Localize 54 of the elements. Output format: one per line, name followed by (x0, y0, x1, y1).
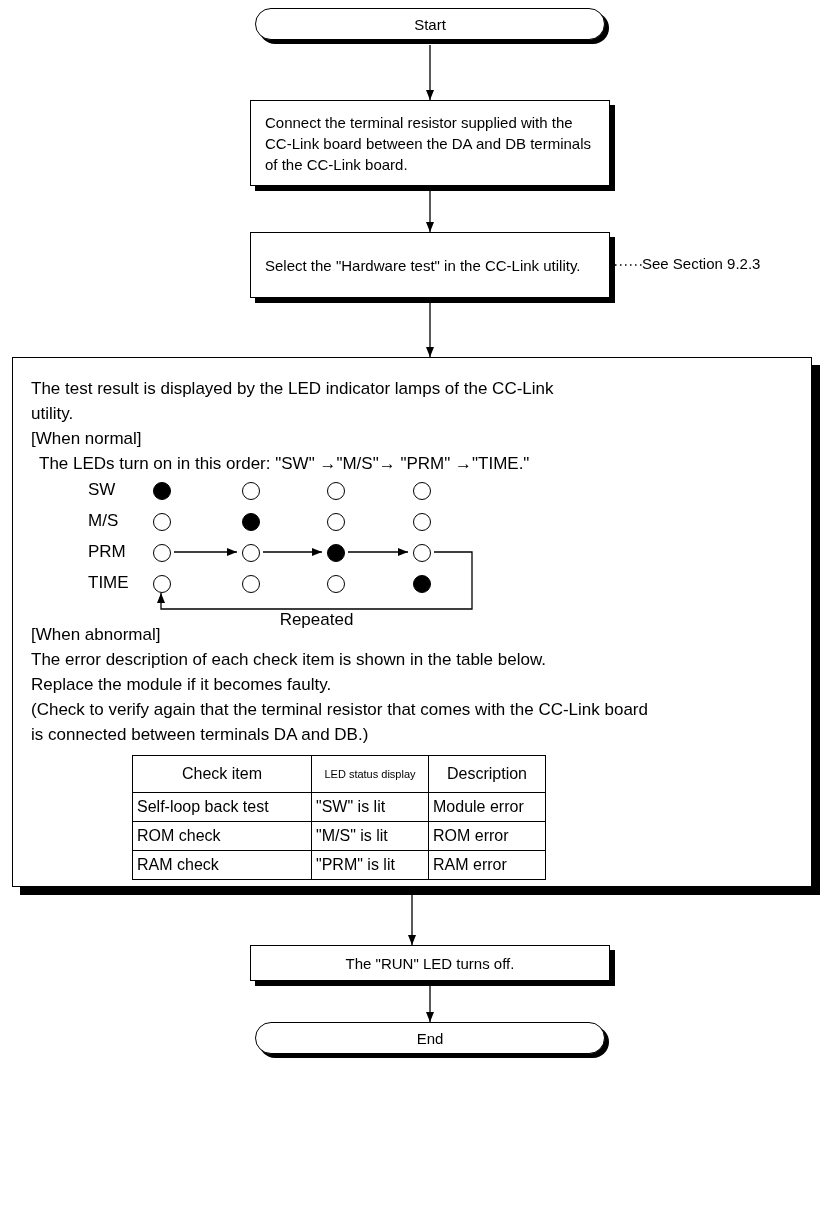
table-cell: Self-loop back test (132, 792, 312, 822)
table-cell: "SW" is lit (311, 792, 429, 822)
indicator-lamp (327, 482, 345, 500)
table-cell: Module error (428, 792, 546, 822)
box-text: Select the "Hardware test" in the CC-Link utility. (265, 255, 582, 276)
reference-text: See Section 9.2.3 (642, 255, 761, 272)
indicator-lamp (242, 575, 260, 593)
row-label: PRM (88, 542, 126, 562)
indicator-lamp (413, 482, 431, 500)
arrow (262, 548, 323, 556)
indicator-lamp (153, 544, 171, 562)
table-cell: "PRM" is lit (311, 850, 429, 880)
table-cell: ROM check (132, 821, 312, 851)
row-label: TIME (88, 573, 129, 593)
arrow (347, 548, 409, 556)
arrow (426, 44, 434, 101)
arrow (173, 548, 238, 556)
arrow (426, 190, 434, 233)
box-text: [When normal] (31, 428, 142, 450)
indicator-lamp (413, 544, 431, 562)
arrow (426, 985, 434, 1023)
table-cell: RAM error (428, 850, 546, 880)
terminal-text: Start (414, 15, 446, 33)
box-text: The LEDs turn on in this order: "SW" →"M/S"→ "PRM" →"TIME." (39, 453, 530, 475)
arrow (426, 302, 434, 358)
box-text: Replace the module if it becomes faulty. (31, 674, 332, 696)
indicator-lamp (153, 575, 171, 593)
header-cell: Description (428, 755, 546, 793)
table-cell: ROM error (428, 821, 546, 851)
arrow (408, 894, 416, 946)
terminal-text: End (416, 1029, 444, 1047)
table-cell: "M/S" is lit (311, 821, 429, 851)
box-text: (Check to verify again that the terminal resistor that comes with the CC-Link board is connected between terminals DA and DB.) (31, 699, 649, 746)
box-text: The "RUN" LED turns off. (345, 953, 515, 974)
indicator-lamp (153, 513, 171, 531)
table-cell: RAM check (132, 850, 312, 880)
header-cell: LED status display (311, 755, 429, 793)
box-text: The error description of each check item is shown in the table below. (31, 649, 546, 671)
indicator-lamp (242, 544, 260, 562)
header-cell: Check item (132, 755, 312, 793)
box-text: The test result is displayed by the LED indicator lamps of the CC-Link utility. (31, 378, 555, 425)
indicator-lamp (413, 575, 431, 593)
indicator-lamp (242, 482, 260, 500)
indicator-lamp (327, 575, 345, 593)
box-text: Connect the terminal resistor supplied with the CC-Link board between the DA and DB terminals of the CC-Link board. (265, 112, 592, 175)
indicator-lamp (327, 544, 345, 562)
row-label: M/S (88, 511, 119, 531)
indicator-lamp (242, 513, 260, 531)
indicator-lamp (153, 482, 171, 500)
indicator-lamp (413, 513, 431, 531)
indicator-lamp (327, 513, 345, 531)
row-label: SW (88, 480, 116, 500)
box-text: [When abnormal] (31, 624, 161, 646)
arrow (157, 551, 473, 610)
